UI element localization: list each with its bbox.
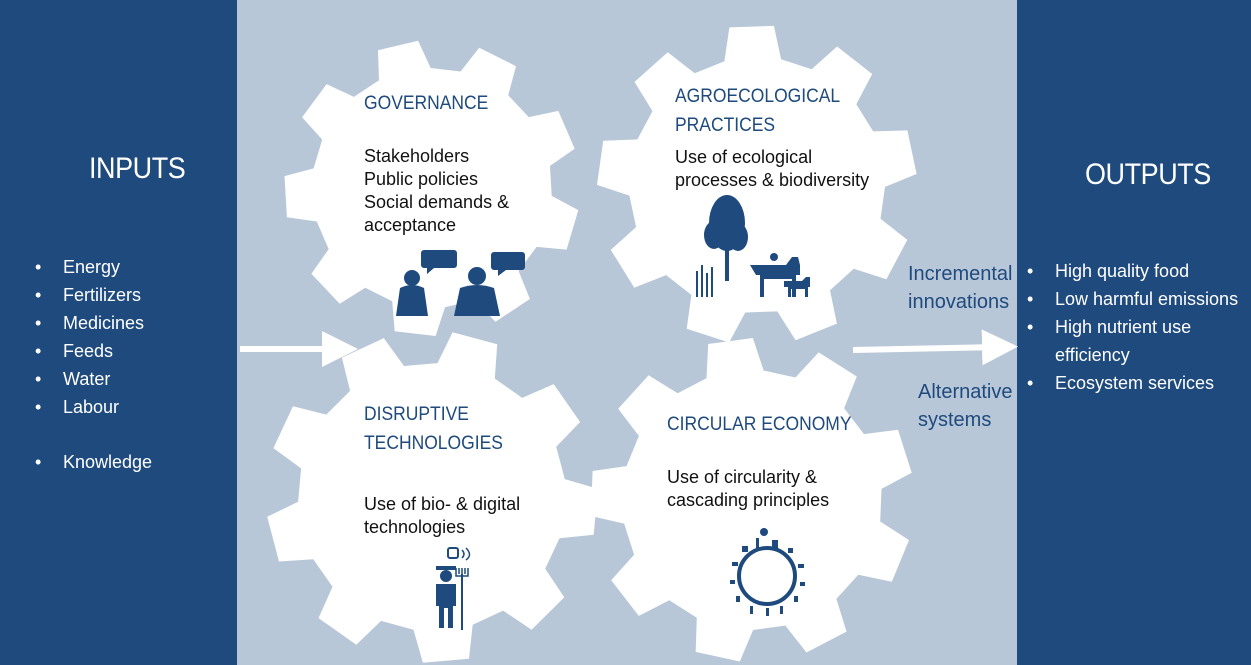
outputs-title: OUTPUTS bbox=[1085, 158, 1211, 191]
disruptive-title-line1: DISRUPTIVE bbox=[364, 404, 469, 425]
disruptive-gear bbox=[267, 332, 598, 663]
agroecological-body: Use of ecological processes & biodiversi… bbox=[675, 147, 870, 190]
agroecological-title-line1: AGROECOLOGICAL bbox=[675, 86, 841, 107]
farmer-digital-icon bbox=[436, 547, 471, 630]
people-talking-icon bbox=[396, 250, 525, 316]
list-item: High nutrient use efficiency bbox=[1025, 313, 1245, 369]
incremental-innovations-label: Incremental innovations bbox=[908, 263, 1013, 313]
list-item: Energy bbox=[33, 253, 144, 281]
list-item: Labour bbox=[33, 393, 144, 421]
list-item: Low harmful emissions bbox=[1025, 285, 1245, 313]
governance-title: GOVERNANCE bbox=[364, 93, 489, 114]
list-item: Knowledge bbox=[33, 448, 152, 476]
agroecological-gear bbox=[597, 25, 917, 343]
output-arrow bbox=[852, 329, 1018, 366]
disruptive-body: Use of bio- & digital technologies bbox=[364, 494, 521, 537]
list-item: Water bbox=[33, 365, 144, 393]
list-item: High quality food bbox=[1025, 257, 1245, 285]
list-item: Feeds bbox=[33, 337, 144, 365]
inputs-title: INPUTS bbox=[89, 152, 186, 185]
inputs-extra-list: Knowledge bbox=[33, 448, 152, 476]
inputs-list: Energy Fertilizers Medicines Feeds Water… bbox=[33, 253, 144, 421]
circular-body: Use of circularity & cascading principle… bbox=[667, 467, 830, 510]
circular-title: CIRCULAR ECONOMY bbox=[667, 414, 852, 435]
governance-body: Stakeholders Public policies Social dema… bbox=[364, 146, 510, 235]
list-item: Medicines bbox=[33, 309, 144, 337]
circular-globe-icon bbox=[730, 528, 805, 616]
disruptive-title-line2: TECHNOLOGIES bbox=[364, 433, 503, 454]
outputs-list: High quality food Low harmful emissions … bbox=[1025, 257, 1245, 397]
circular-gear bbox=[590, 338, 912, 662]
tree-livestock-icon bbox=[696, 195, 810, 297]
alternative-systems-label: Alternative systems bbox=[918, 381, 1013, 431]
list-item: Ecosystem services bbox=[1025, 369, 1245, 397]
agroecological-title-line2: PRACTICES bbox=[675, 115, 776, 136]
list-item: Fertilizers bbox=[33, 281, 144, 309]
